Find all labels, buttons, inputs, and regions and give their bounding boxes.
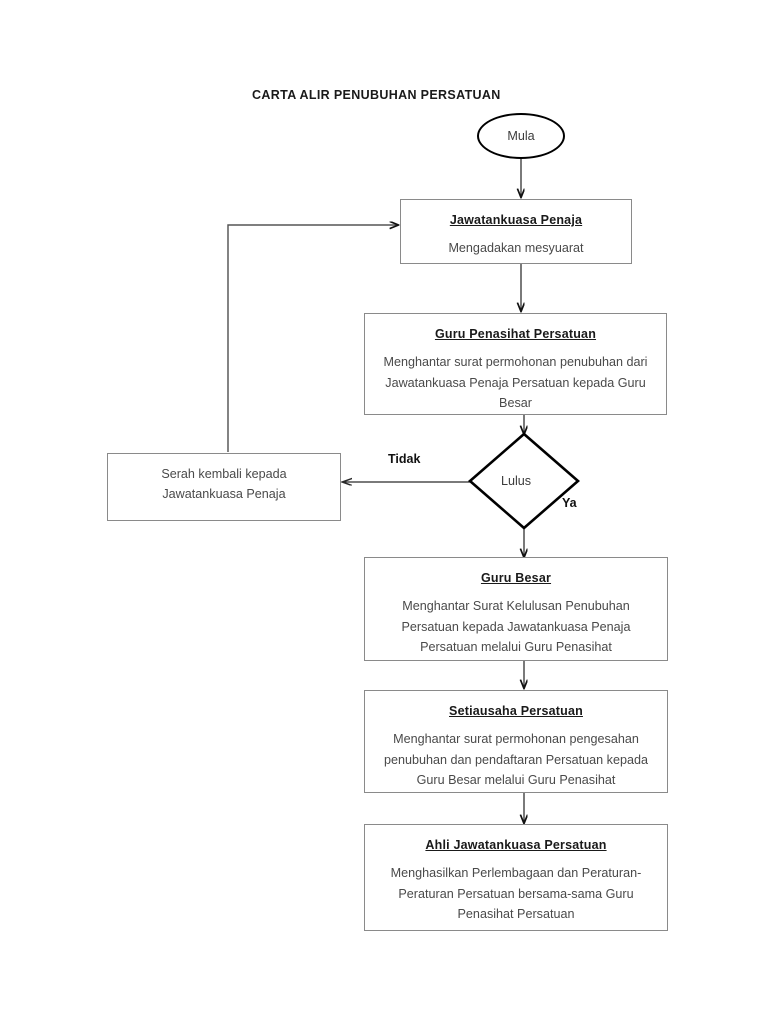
edge-label-tidak: Tidak (388, 452, 421, 466)
node-decision-lulus: Lulus (470, 434, 578, 528)
node-guru-penasihat-persatuan-body: Menghantar surat permohonan penubuhan da… (383, 355, 648, 411)
node-start-label: Mula (507, 129, 535, 143)
node-guru-besar-body: Menghantar Surat Kelulusan Penubuhan Per… (401, 599, 631, 655)
node-start-mula: Mula (477, 113, 565, 159)
connector-serah-feedback-loop (227, 225, 398, 452)
node-jawatankuasa-penaja: Jawatankuasa Penaja Mengadakan mesyuarat (400, 199, 632, 264)
decision-diamond-shape (468, 432, 580, 530)
node-ahli-jawatankuasa-persatuan-title: Ahli Jawatankuasa Persatuan (425, 838, 607, 852)
node-setiausaha-persatuan: Setiausaha Persatuan Menghantar surat pe… (364, 690, 668, 793)
node-guru-besar-title: Guru Besar (480, 571, 552, 585)
node-guru-penasihat-persatuan-title: Guru Penasihat Persatuan (434, 327, 597, 341)
node-guru-besar: Guru Besar Menghantar Surat Kelulusan Pe… (364, 557, 668, 661)
node-ahli-jawatankuasa-persatuan: Ahli Jawatankuasa Persatuan Menghasilkan… (364, 824, 668, 931)
node-decision-lulus-label: Lulus (501, 474, 532, 488)
node-jawatankuasa-penaja-body: Mengadakan mesyuarat (448, 241, 584, 256)
node-ahli-jawatankuasa-persatuan-body: Menghasilkan Perlembagaan dan Peraturan-… (390, 866, 642, 922)
node-jawatankuasa-penaja-title: Jawatankuasa Penaja (449, 213, 583, 227)
node-guru-penasihat-persatuan: Guru Penasihat Persatuan Menghantar sura… (364, 313, 667, 415)
node-serah-kembali-body: Serah kembali kepada Jawatankuasa Penaja (161, 467, 287, 502)
node-serah-kembali: Serah kembali kepada Jawatankuasa Penaja (107, 453, 341, 521)
page-title: CARTA ALIR PENUBUHAN PERSATUAN (252, 88, 501, 102)
node-setiausaha-persatuan-body: Menghantar surat permohonan pengesahan p… (384, 732, 648, 788)
edge-label-ya: Ya (562, 496, 577, 510)
node-setiausaha-persatuan-title: Setiausaha Persatuan (449, 704, 583, 718)
